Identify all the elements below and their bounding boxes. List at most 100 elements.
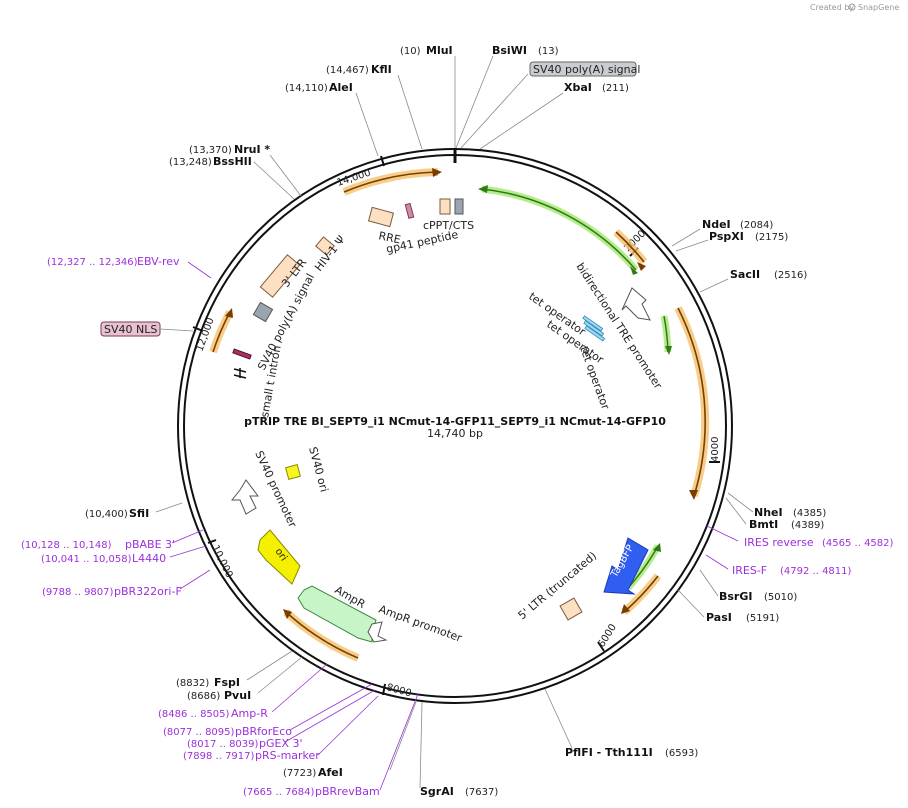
site-nrui: (13,370)NruI * <box>189 143 270 156</box>
sv40-polya-box-label: SV40 poly(A) signal <box>529 61 640 77</box>
site-bsrgi: BsrGI(5010) <box>719 590 797 603</box>
svg-text:(8486 .. 8505): (8486 .. 8505) <box>158 709 230 720</box>
site-xbai: XbaI (211) <box>564 81 629 94</box>
svg-text:BsiWI: BsiWI <box>492 44 527 57</box>
svg-text:(14,110): (14,110) <box>285 83 328 94</box>
svg-text:PspXI: PspXI <box>709 230 744 243</box>
primer-leader-lines <box>169 261 739 791</box>
arc-arrowheads <box>225 168 698 619</box>
svg-text:PasI: PasI <box>706 611 732 624</box>
site-sgrai: SgrAI (7637) <box>420 785 498 798</box>
hiv-label: HIV-1 Ψ <box>312 233 348 274</box>
svg-text:(10,041 .. 10,058): (10,041 .. 10,058) <box>41 554 132 565</box>
svg-text:(5191): (5191) <box>746 613 779 624</box>
site-leader-lines <box>155 55 754 789</box>
primer-ebv-rev: (12,327 .. 12,346)EBV-rev <box>47 255 180 268</box>
backbone-outer <box>177 148 733 704</box>
svg-text:AleI: AleI <box>329 81 353 94</box>
svg-text:SV40 poly(A) signal: SV40 poly(A) signal <box>533 63 640 76</box>
site-afei: (7723)AfeI <box>283 766 343 779</box>
svg-text:(9788 .. 9807): (9788 .. 9807) <box>42 587 114 598</box>
primer-ires-reverse: IRES reverse(4565 .. 4582) <box>744 536 894 549</box>
ltr3-icon <box>259 254 301 298</box>
ltr5-label: 5' LTR (truncated) <box>516 549 600 622</box>
svg-text:SgrAI: SgrAI <box>420 785 454 798</box>
primer-pbabe3: (10,128 .. 10,148) pBABE 3' <box>21 538 175 551</box>
svg-text:SV40 NLS: SV40 NLS <box>104 323 157 336</box>
bidirectional-tre-icon <box>621 287 651 321</box>
site-mlui: (10)MluI <box>400 44 453 57</box>
svg-text:(4792 .. 4811): (4792 .. 4811) <box>780 566 852 577</box>
svg-text:(4389): (4389) <box>791 520 824 531</box>
site-pvui: (8686) PvuI <box>187 689 251 702</box>
tagbfp-arrow-icon <box>603 537 649 595</box>
svg-text:(14,467): (14,467) <box>326 65 369 76</box>
ltr5-icon <box>559 597 583 621</box>
site-bsshii: (13,248)BssHII <box>169 155 252 168</box>
svg-text:AfeI: AfeI <box>318 766 343 779</box>
sv40pa-icon <box>252 301 274 323</box>
sv40ori-label: SV40 ori <box>306 445 331 493</box>
svg-text:PflFI - Tth111I: PflFI - Tth111I <box>565 746 653 759</box>
svg-text:(7665 .. 7684): (7665 .. 7684) <box>243 787 315 798</box>
credit-brand: SnapGene <box>858 3 899 12</box>
svg-text:pBR322ori-F: pBR322ori-F <box>114 585 182 598</box>
primer-l4440: (10,041 .. 10,058)L4440 <box>41 552 166 565</box>
site-bsiwi: BsiWI (13) <box>492 44 559 57</box>
tick-4000: 4000 <box>709 437 721 463</box>
hiv-psi-icon <box>315 236 335 256</box>
svg-text:NheI: NheI <box>754 506 783 519</box>
svg-text:Amp-R: Amp-R <box>231 707 268 720</box>
site-sacii: SacII(2516) <box>730 268 807 281</box>
svg-text:(10,128 .. 10,148): (10,128 .. 10,148) <box>21 540 112 551</box>
svg-text:L4440: L4440 <box>132 552 166 565</box>
svg-text:KflI: KflI <box>371 63 392 76</box>
site-alei: (14,110)AleI <box>285 81 353 94</box>
primer-pgex3: (8017 .. 8039)pGEX 3' <box>187 737 303 750</box>
svg-text:4000: 4000 <box>710 437 721 462</box>
ori-arrow-icon <box>257 529 301 585</box>
svg-text:MluI: MluI <box>426 44 453 57</box>
svg-text:(8686): (8686) <box>187 691 220 702</box>
svg-text:NdeI: NdeI <box>702 218 731 231</box>
rre-icon <box>367 206 395 228</box>
credit-prefix: Created by <box>810 3 854 12</box>
svg-text:(211): (211) <box>602 83 629 94</box>
plasmid-length: 14,740 bp <box>427 427 483 440</box>
svg-text:PvuI: PvuI <box>224 689 251 702</box>
site-pflfi: PflFI - Tth111I (6593) <box>565 746 698 759</box>
orf-arcs <box>209 168 710 662</box>
svg-text:pRS-marker: pRS-marker <box>255 749 320 762</box>
svg-text:(4565 .. 4582): (4565 .. 4582) <box>822 538 894 549</box>
site-kfli: (14,467)KflI <box>326 63 392 76</box>
small-t-intron-icon <box>233 368 247 379</box>
svg-text:(8832): (8832) <box>176 678 209 689</box>
svg-text:(7723): (7723) <box>283 768 316 779</box>
primer-prs-marker: (7898 .. 7917)pRS-marker <box>183 749 320 762</box>
sv40-promoter-icon <box>230 479 259 515</box>
svg-text:pBRrevBam: pBRrevBam <box>315 785 380 798</box>
svg-text:BsrGI: BsrGI <box>719 590 752 603</box>
site-bmti: BmtI(4389) <box>749 518 824 531</box>
svg-text:(13): (13) <box>538 46 559 57</box>
svg-text:NruI *: NruI * <box>234 143 270 156</box>
sv40-ori-icon <box>285 464 301 480</box>
ampr-prom-label: AmpR promoter <box>377 603 464 645</box>
svg-text:BssHII: BssHII <box>213 155 252 168</box>
svg-text:(13,370): (13,370) <box>189 145 232 156</box>
svg-text:pGEX 3': pGEX 3' <box>259 737 303 750</box>
svg-text:(7898 .. 7917): (7898 .. 7917) <box>183 751 255 762</box>
svg-text:(13,248): (13,248) <box>169 157 212 168</box>
svg-text:(7637): (7637) <box>465 787 498 798</box>
ampr-arrow-icon <box>297 585 377 643</box>
svg-text:(6593): (6593) <box>665 748 698 759</box>
svg-text:pBRforEco: pBRforEco <box>235 725 292 738</box>
site-ndei: NdeI(2084) <box>702 218 773 231</box>
site-nhei: NheI (4385) <box>754 506 826 519</box>
svg-text:(4385): (4385) <box>793 508 826 519</box>
primer-pbrrevbam: (7665 .. 7684)pBRrevBam <box>243 785 380 798</box>
svg-text:IRES-F: IRES-F <box>732 564 767 577</box>
svg-text:XbaI: XbaI <box>564 81 592 94</box>
svg-text:pBABE 3': pBABE 3' <box>125 538 175 551</box>
